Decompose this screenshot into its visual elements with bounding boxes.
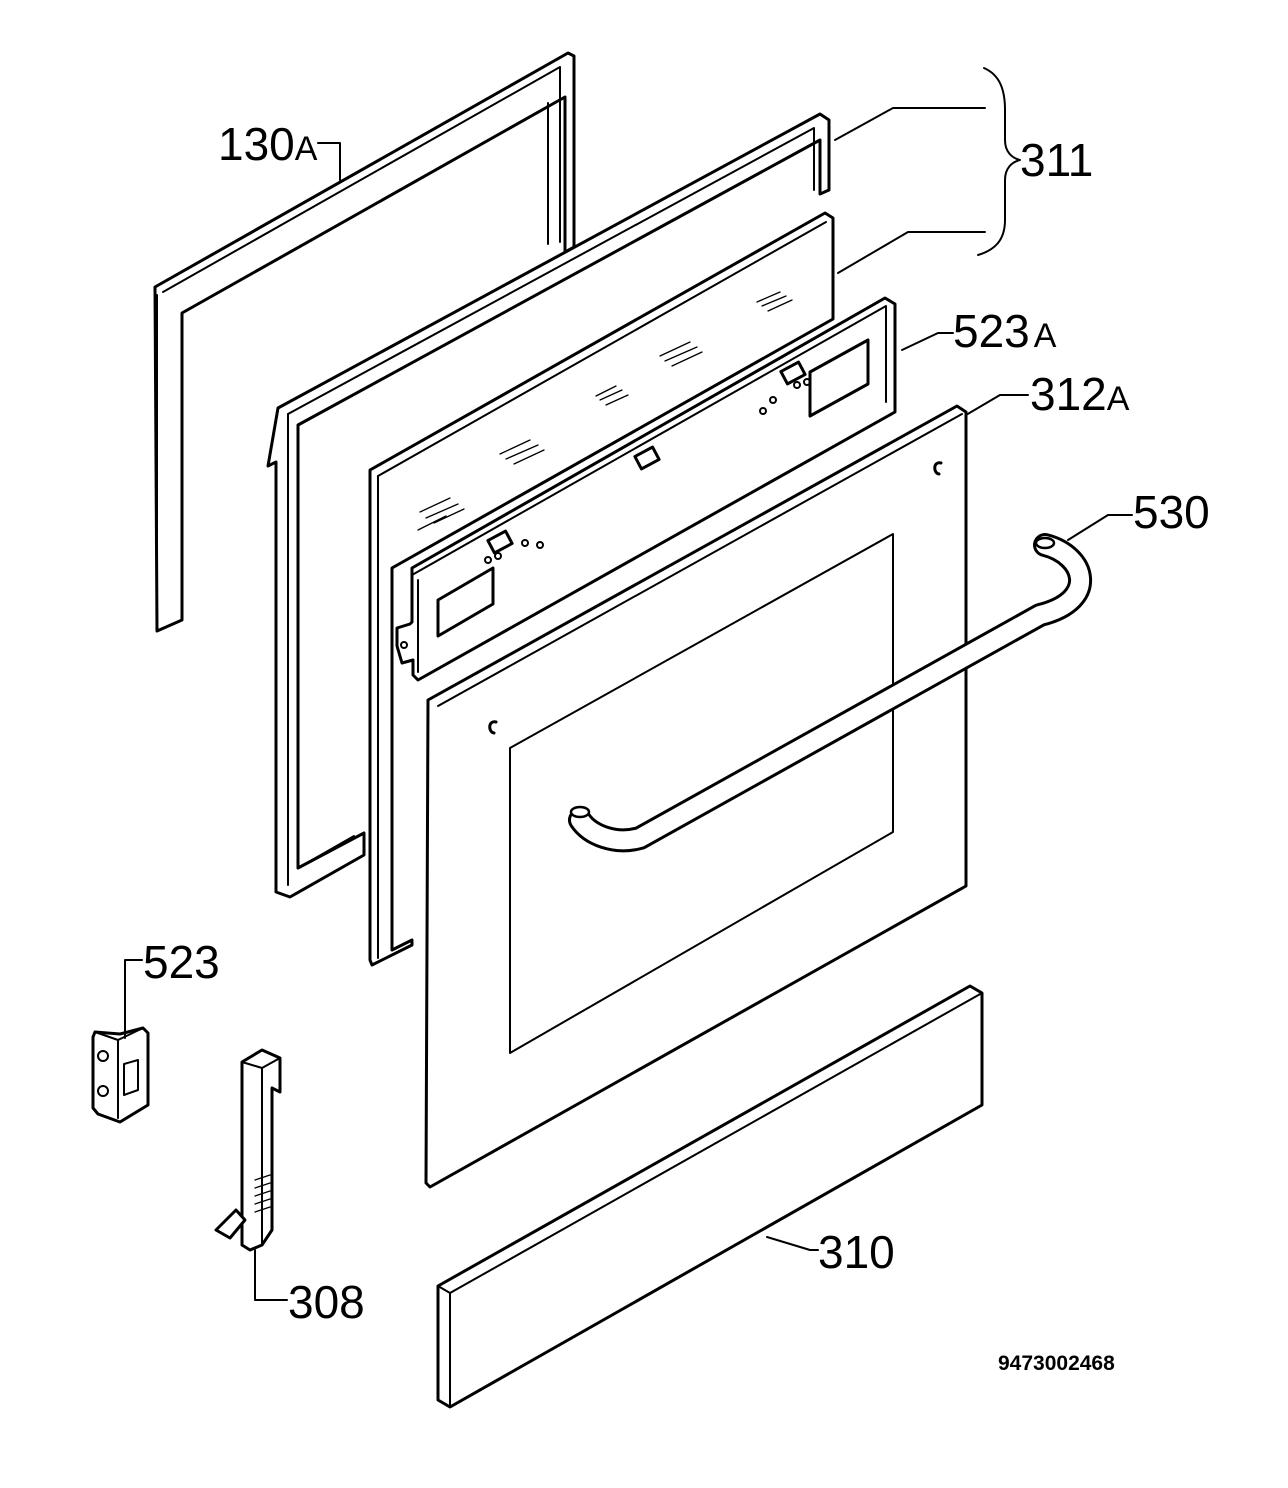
drawing-code: 9473002468 (998, 1352, 1115, 1375)
label-311: 311 (1020, 134, 1093, 186)
part-523a-bracket (395, 296, 897, 682)
part-530-handle (568, 533, 1093, 853)
leader-lines (124, 67, 1133, 1301)
label-530: 530 (1133, 486, 1210, 538)
label-130a: 130A (218, 118, 318, 170)
label-310: 310 (818, 1226, 895, 1278)
label-308: 308 (288, 1276, 365, 1328)
label-523: 523 (143, 936, 220, 988)
part-311-outer-frame-pane (266, 112, 831, 899)
part-130a-gasket (153, 51, 576, 633)
label-312a: 312A (1030, 368, 1130, 420)
part-310-bottom-strip (436, 984, 984, 1409)
part-311-inner-glass-pane (368, 211, 835, 967)
part-308-hinge-spring (214, 1048, 282, 1252)
part-523-hinge-block (91, 1026, 150, 1124)
